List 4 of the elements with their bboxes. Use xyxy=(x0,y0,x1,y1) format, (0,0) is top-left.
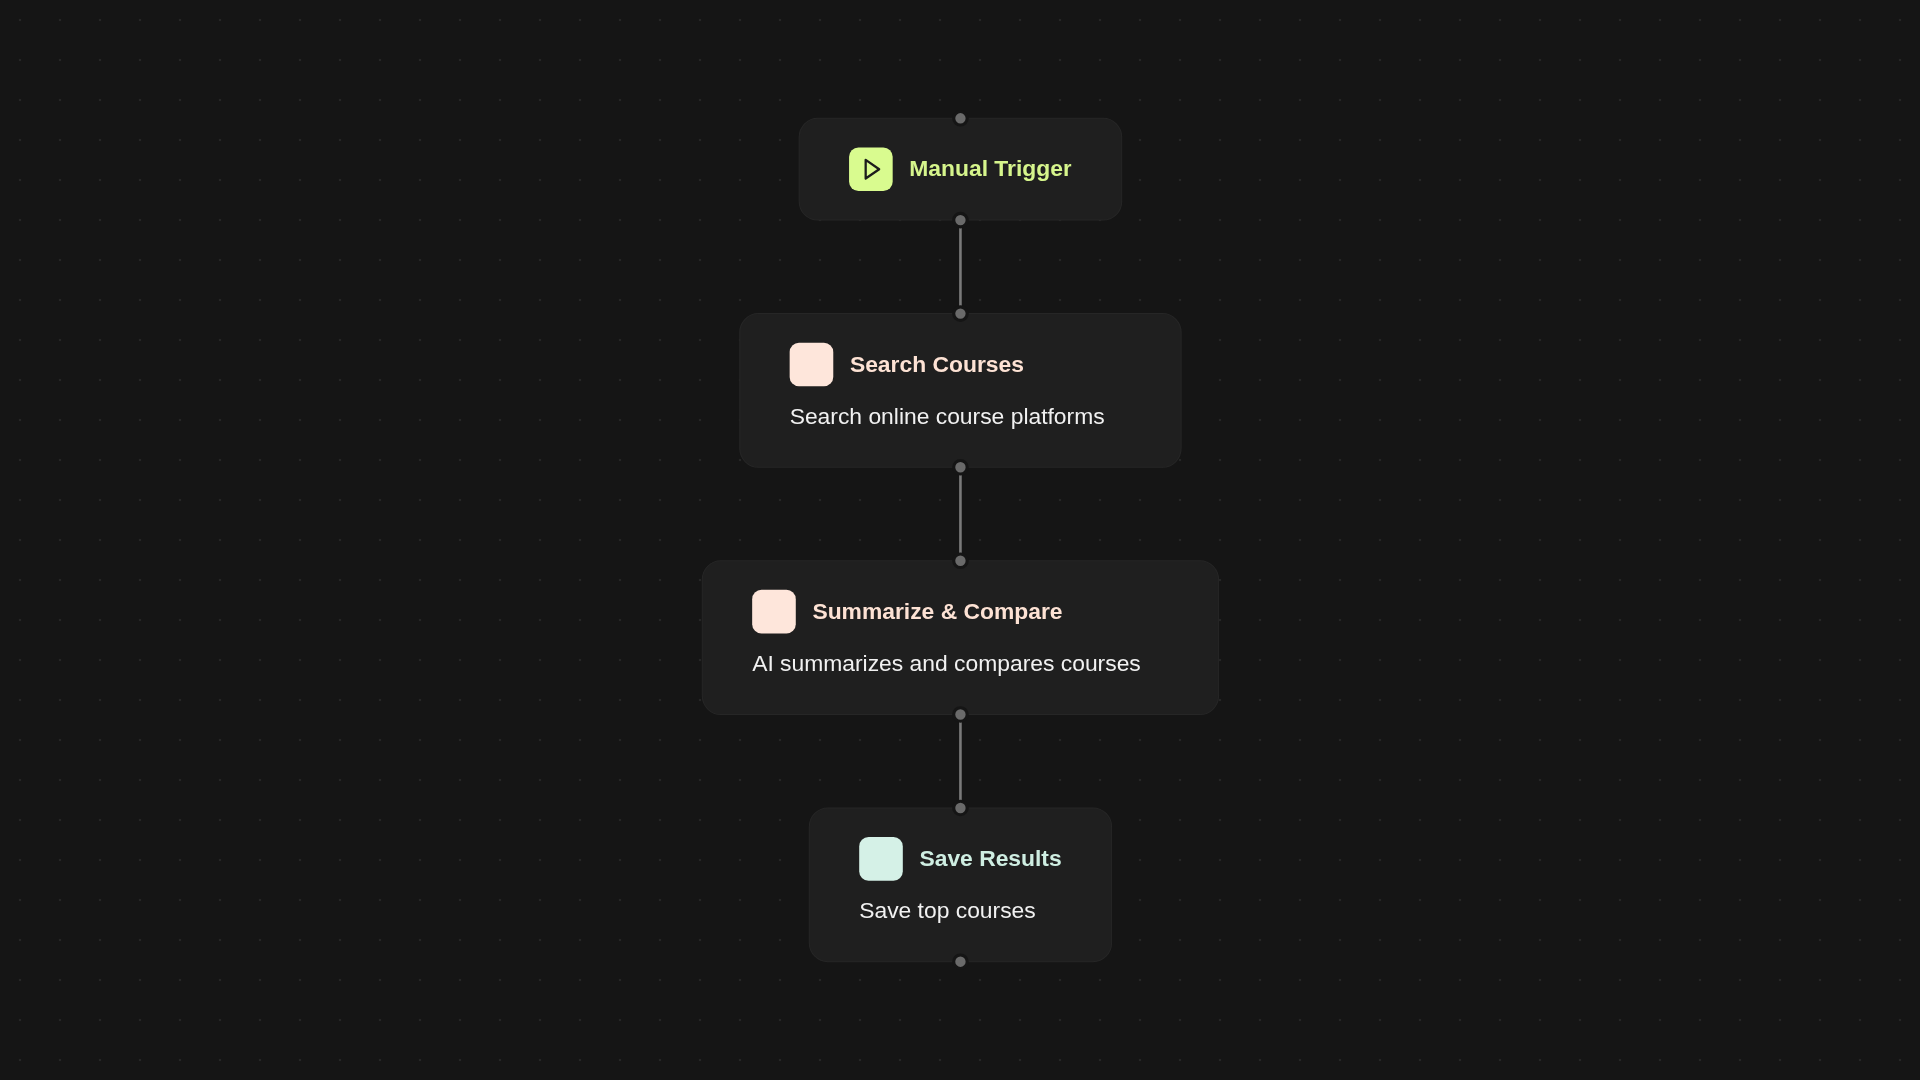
node-box: Summarize & Compare AI summarizes and compares courses xyxy=(701,560,1219,715)
node-box: Save Results Save top courses xyxy=(808,807,1112,963)
node-box: Manual Trigger xyxy=(798,117,1122,221)
node-box: Search Courses Search online course platforms xyxy=(738,313,1182,468)
